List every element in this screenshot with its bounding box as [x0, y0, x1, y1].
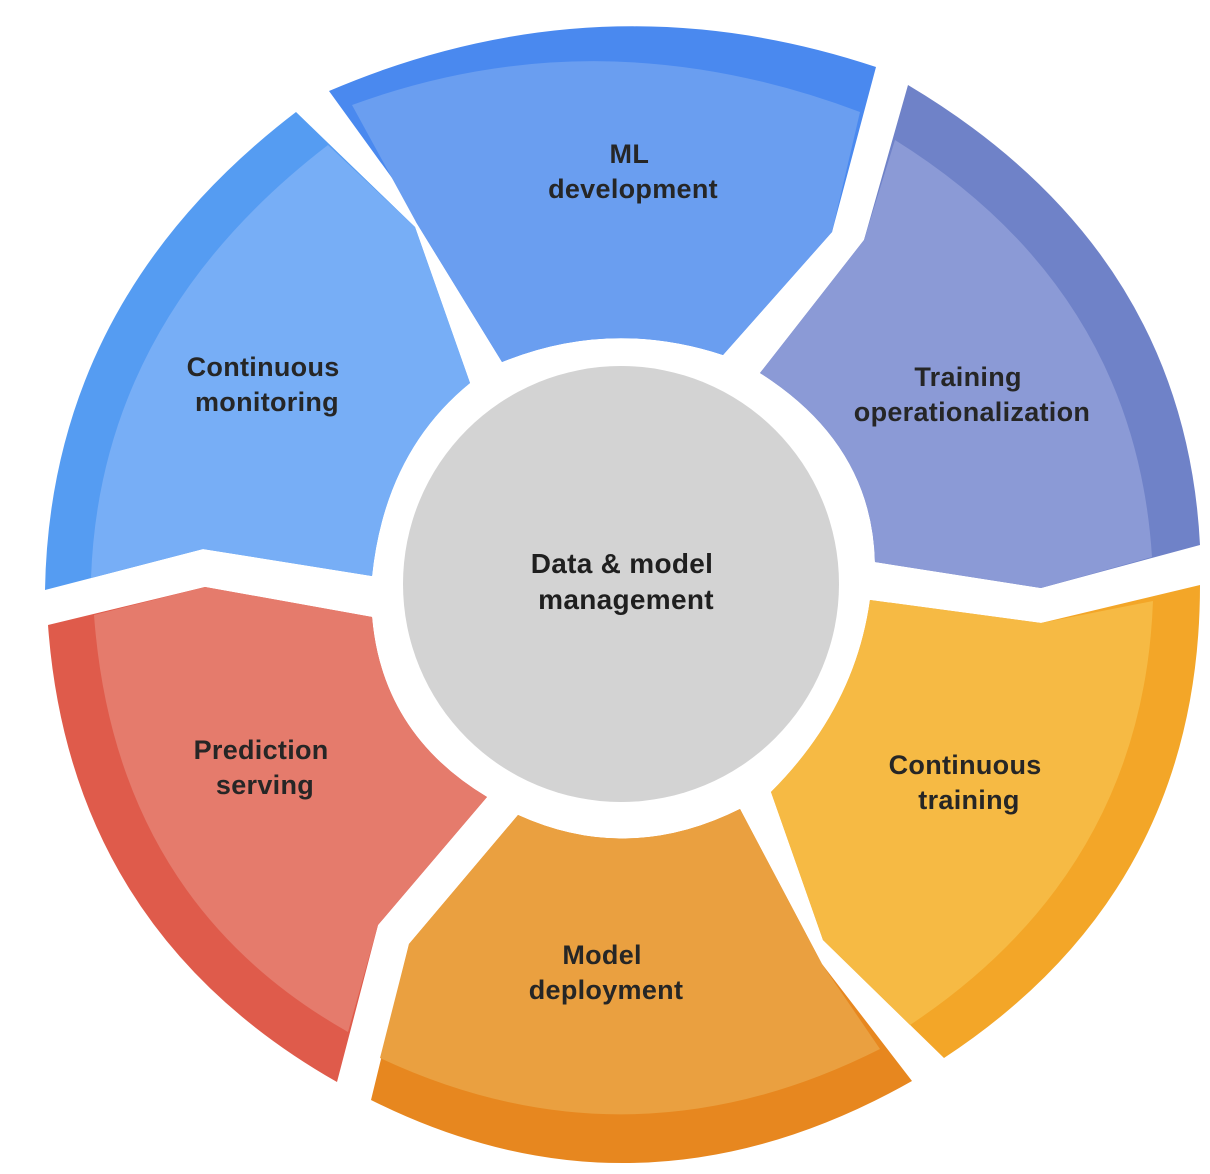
segment-prediction-serving-line-1: Prediction [194, 735, 329, 765]
segment-ml-development-line-1: ML [610, 139, 649, 169]
svg-text:Prediction serving: Prediction serving [194, 735, 337, 800]
segment-continuous-monitoring-line-2: monitoring [195, 387, 339, 417]
svg-text:Model deployment: Model deployment [529, 940, 684, 1005]
segment-continuous-training-face [771, 600, 1153, 1025]
segment-training-operationalization-line-1: Training [914, 362, 1021, 392]
segment-continuous-training: Continuous training [771, 585, 1200, 1058]
segment-model-deployment-line-1: Model [562, 940, 642, 970]
segment-training-operationalization-line-2: operationalization [854, 397, 1090, 427]
svg-text:Training operationalizat: Training operationalization [854, 362, 1090, 427]
hub-line-1: Data & model [531, 548, 714, 579]
svg-text:ML development: ML development [548, 139, 718, 204]
segment-continuous-training-line-2: training [918, 785, 1019, 815]
hub-data-model-management: Data & model management [403, 366, 839, 802]
segment-prediction-serving-line-2: serving [216, 770, 314, 800]
segment-continuous-training-line-1: Continuous [889, 750, 1042, 780]
segment-continuous-monitoring: Continuous monitoring [45, 112, 470, 590]
svg-text:Continuous monitoring: Continuous monitoring [187, 352, 348, 417]
segment-model-deployment: Model deployment [371, 809, 912, 1164]
segment-continuous-monitoring-line-1: Continuous [187, 352, 340, 382]
segment-ml-development-face [352, 61, 860, 363]
segment-ml-development: ML development [329, 26, 876, 363]
segment-prediction-serving-face [94, 587, 487, 1032]
hub-circle [403, 366, 839, 802]
segment-model-deployment-line-2: deployment [529, 975, 684, 1005]
segment-training-operationalization: Training operationalization [760, 85, 1200, 588]
svg-text:Continuous training: Continuous training [889, 750, 1050, 815]
segment-continuous-monitoring-face [91, 145, 470, 578]
hub-line-2: management [538, 584, 714, 615]
segment-training-operationalization-face [760, 140, 1152, 588]
segment-ml-development-line-2: development [548, 174, 718, 204]
segment-prediction-serving: Prediction serving [48, 587, 487, 1082]
svg-text:Data & model management: Data & model management [531, 548, 722, 615]
segment-model-deployment-face [380, 809, 880, 1115]
